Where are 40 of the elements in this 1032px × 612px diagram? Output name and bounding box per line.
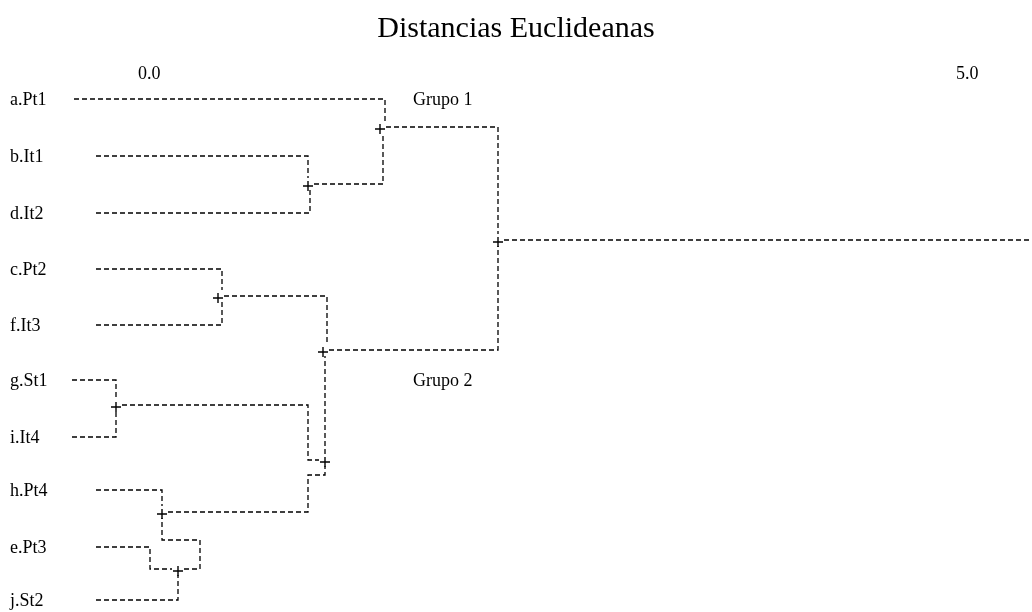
leaf-label: c.Pt2 xyxy=(10,258,96,280)
leaf-label: j.St2 xyxy=(10,589,96,611)
junction-mark xyxy=(319,454,331,466)
dashed-connector xyxy=(71,410,117,438)
leaf-label: i.It4 xyxy=(10,426,72,448)
group-label: Grupo 2 xyxy=(413,369,473,391)
dashed-connector xyxy=(95,268,223,291)
dashed-connector xyxy=(95,189,311,214)
dashed-connector xyxy=(95,489,163,507)
dashed-connector xyxy=(385,126,499,235)
dashed-connector xyxy=(95,546,173,570)
leaf-label: g.St1 xyxy=(10,369,72,391)
dashed-connector xyxy=(324,355,326,455)
leaf-label: f.It3 xyxy=(10,314,96,336)
dashed-connector xyxy=(95,301,223,326)
dashed-connector xyxy=(73,98,386,122)
junction-mark xyxy=(302,178,314,190)
junction-mark xyxy=(374,121,386,133)
group-label: Grupo 1 xyxy=(413,88,473,110)
leaf-label: e.Pt3 xyxy=(10,536,96,558)
dashed-connector xyxy=(167,465,326,513)
axis-tick-label: 0.0 xyxy=(138,62,161,84)
junction-mark xyxy=(212,290,224,302)
dashed-connector xyxy=(121,404,320,461)
junction-mark xyxy=(317,344,329,356)
junction-mark xyxy=(110,399,122,411)
dashed-connector xyxy=(95,155,309,179)
junction-mark xyxy=(492,234,504,246)
dashed-connector xyxy=(71,379,117,400)
leaf-label: b.It1 xyxy=(10,145,96,167)
junction-mark xyxy=(156,506,168,518)
chart-title: Distancias Euclideanas xyxy=(376,10,656,44)
leaf-label: h.Pt4 xyxy=(10,479,96,501)
leaf-label: d.It2 xyxy=(10,202,96,224)
junction-mark xyxy=(172,563,184,575)
dashed-connector xyxy=(503,239,1031,241)
leaf-label: a.Pt1 xyxy=(10,88,74,110)
axis-tick-label: 5.0 xyxy=(956,62,979,84)
dashed-connector xyxy=(95,574,179,601)
dashed-connector xyxy=(223,295,328,345)
